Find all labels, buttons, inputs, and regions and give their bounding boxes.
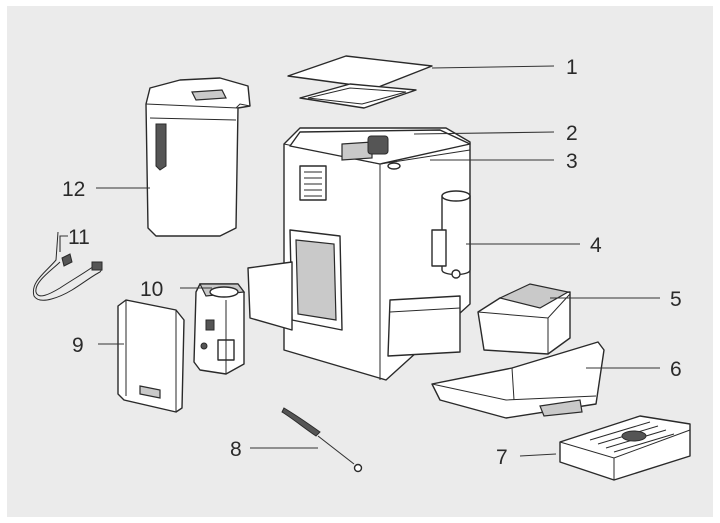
callout-8: 8 — [230, 438, 242, 461]
leader-lines — [59, 65, 660, 457]
callout-1: 1 — [566, 56, 578, 79]
part-10-brewing-unit — [193, 283, 246, 375]
part-9-side-cover — [117, 299, 185, 413]
callout-10: 10 — [140, 278, 163, 301]
callout-5: 5 — [670, 288, 682, 311]
part-12-water-tank — [145, 77, 251, 237]
part-7-drip-grid — [559, 415, 691, 481]
callout-6: 6 — [670, 358, 682, 381]
part-8-cleaning-brush — [281, 407, 363, 473]
part-4-frother — [431, 190, 471, 279]
callout-labels: 1 2 3 4 5 6 7 8 9 10 11 12 — [62, 56, 682, 469]
callout-12: 12 — [62, 178, 85, 201]
machine-body — [247, 127, 471, 381]
part-1-lid — [287, 55, 433, 109]
part-3-top-compartment — [289, 129, 471, 170]
part-6-drip-tray — [431, 341, 605, 419]
part-5-grounds-container — [477, 283, 571, 355]
callout-3: 3 — [566, 150, 578, 173]
part-11-power-cord — [32, 231, 103, 301]
callout-11: 11 — [68, 226, 90, 249]
callout-4: 4 — [590, 234, 602, 257]
callout-2: 2 — [566, 122, 578, 145]
callout-7: 7 — [496, 446, 508, 469]
callout-9: 9 — [72, 334, 84, 357]
